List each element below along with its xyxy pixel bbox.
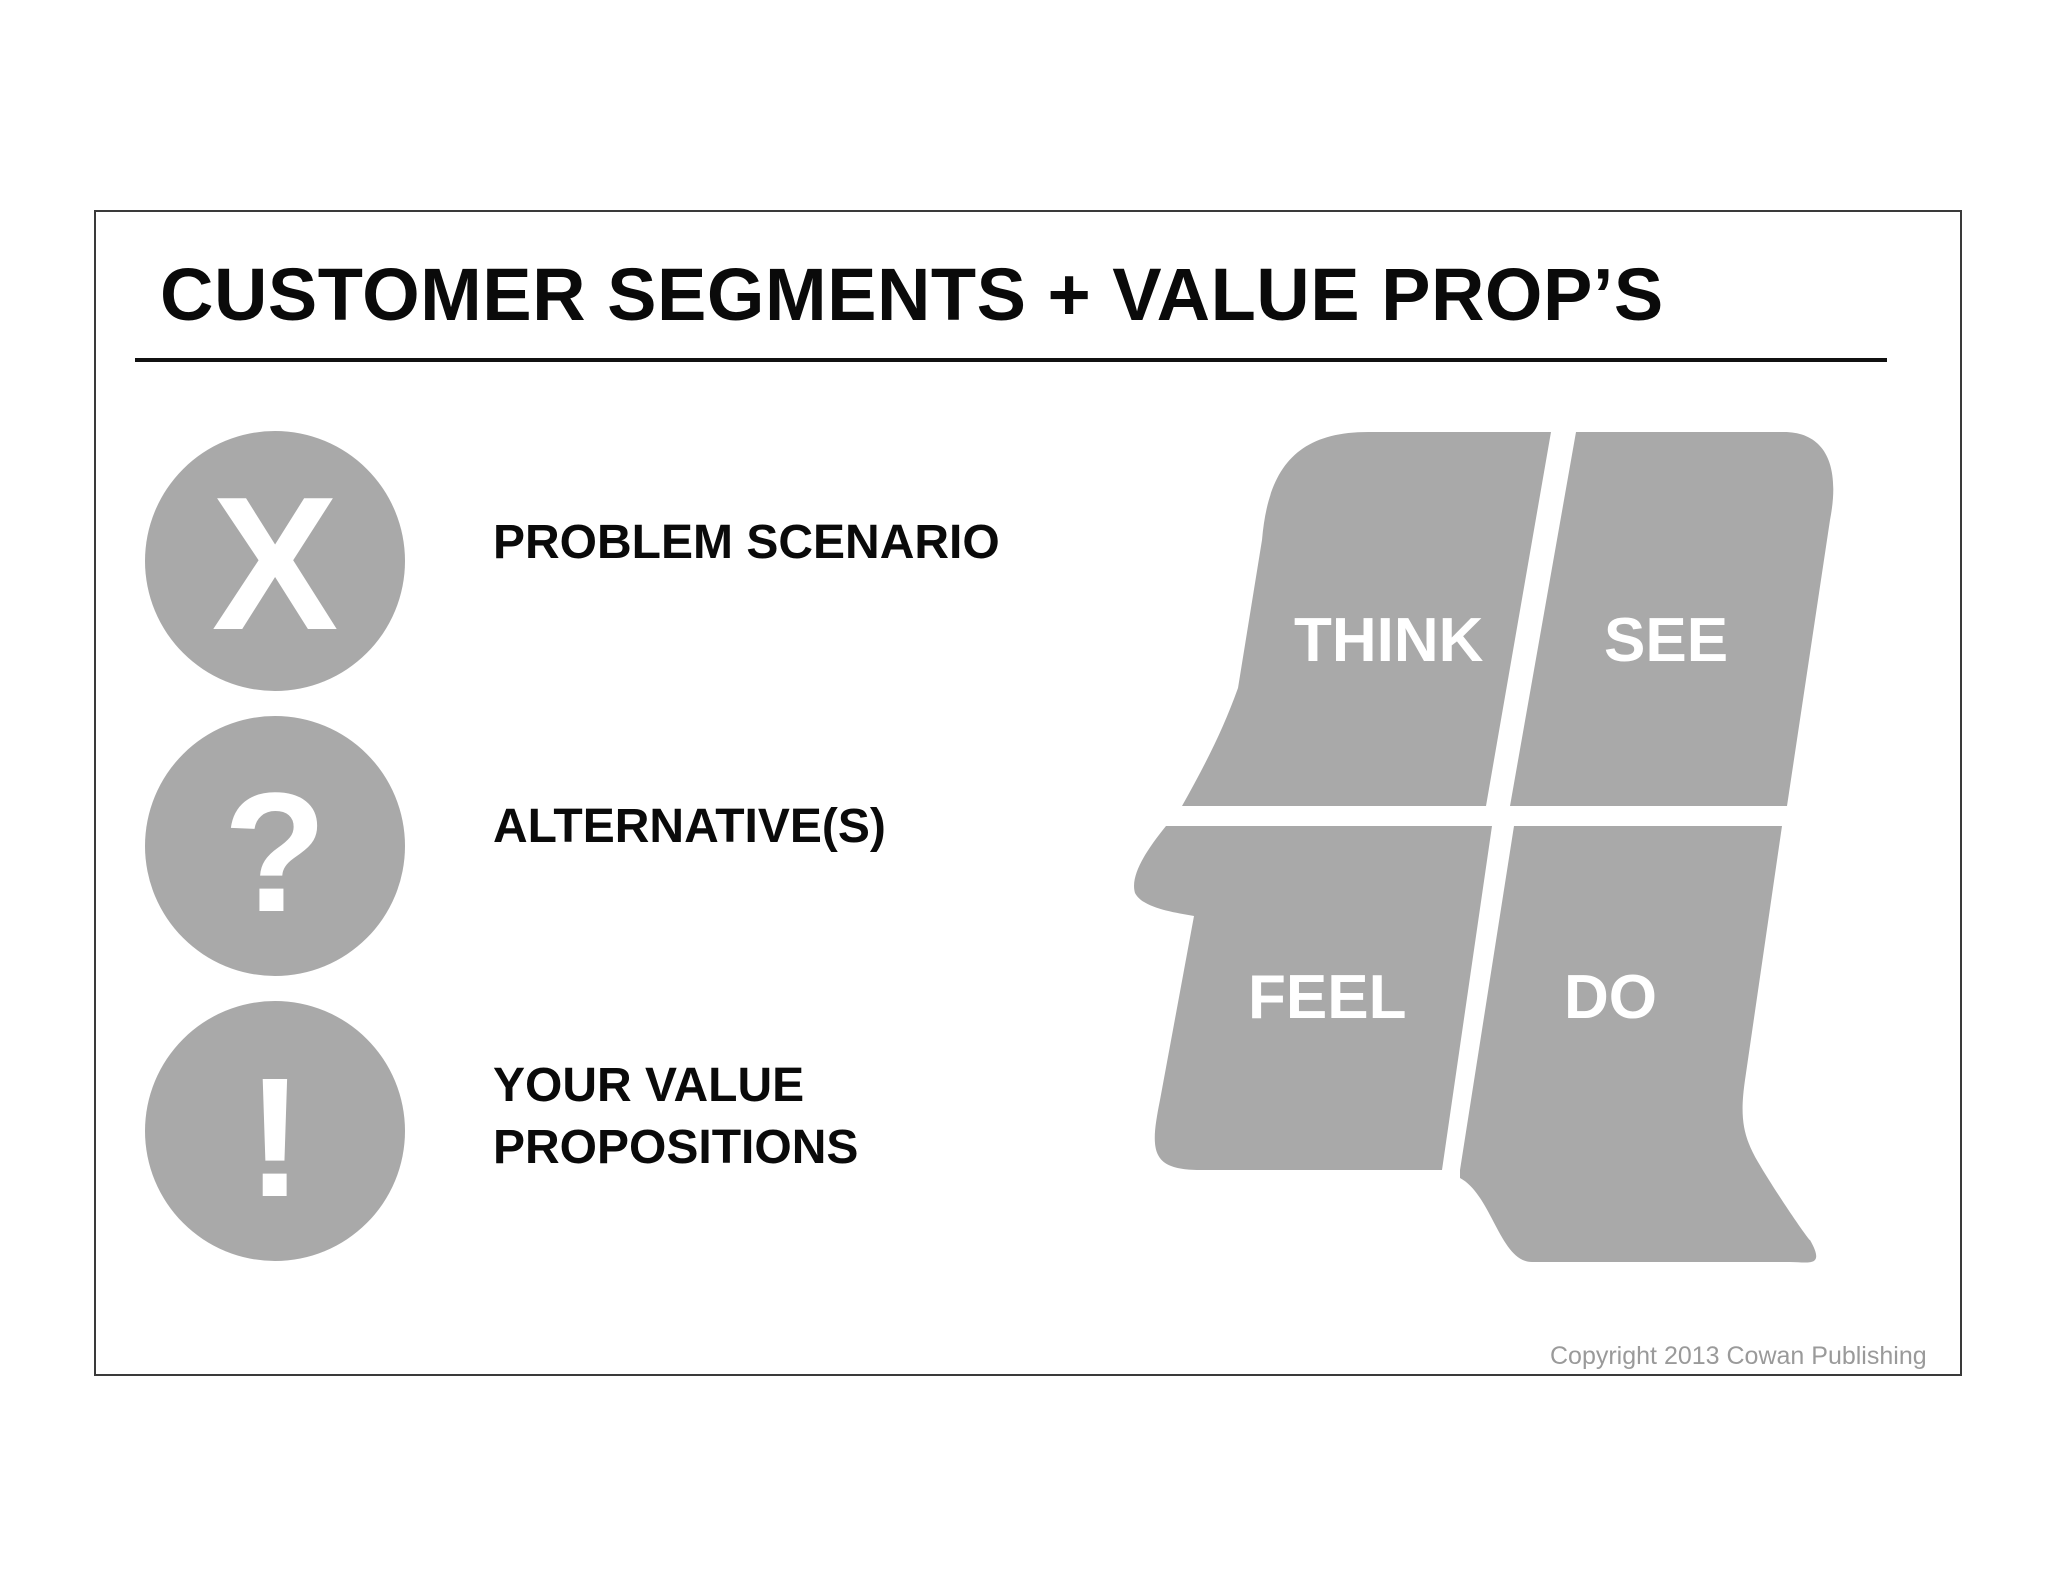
copyright-notice: Copyright 2013 Cowan Publishing <box>1550 1342 1927 1370</box>
value-propositions-line-1: YOUR VALUE <box>493 1059 805 1112</box>
question-icon: ? <box>145 716 405 976</box>
x-symbol: X <box>211 458 339 670</box>
exclamation-icon: ! <box>145 1001 405 1261</box>
question-symbol: ? <box>223 758 327 948</box>
slide-title: CUSTOMER SEGMENTS + VALUE PROP’S <box>160 253 1664 336</box>
alternatives-label: ALTERNATIVE(S) <box>493 800 886 853</box>
exclamation-symbol: ! <box>246 1043 304 1233</box>
x-icon: X <box>145 431 405 691</box>
problem-scenario-label: PROBLEM SCENARIO <box>493 516 1000 569</box>
value-propositions-line-2: PROPOSITIONS <box>493 1121 859 1174</box>
title-underline <box>135 358 1887 362</box>
value-propositions-label: YOUR VALUE PROPOSITIONS <box>493 1055 858 1179</box>
